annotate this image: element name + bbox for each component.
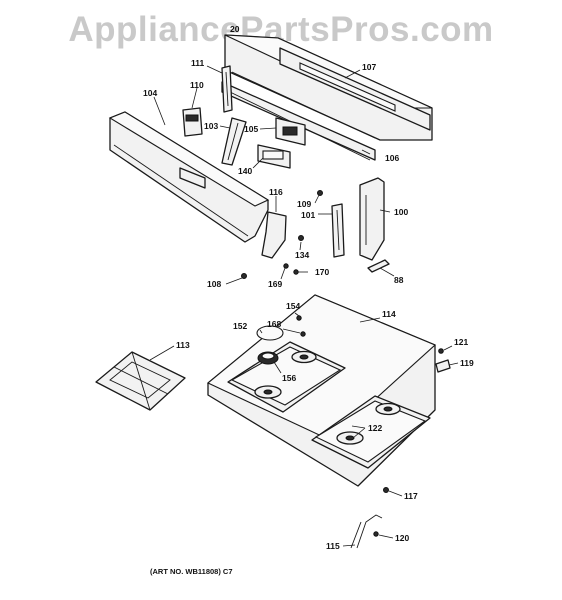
callout-122: 122: [368, 423, 382, 433]
screw-168: [300, 331, 306, 337]
callout-120: 120: [395, 533, 409, 543]
screw-109: [317, 190, 323, 196]
callout-114: 114: [382, 309, 396, 319]
callout-140: 140: [238, 166, 252, 176]
callout-105: 105: [244, 124, 258, 134]
art-number: (ART NO. WB11808) C7: [150, 567, 233, 576]
clip-121: [438, 348, 444, 354]
burner-head-156: [257, 351, 279, 365]
callout-106: 106: [385, 153, 399, 163]
callout-104: 104: [143, 88, 157, 98]
overlay-140: [257, 144, 291, 169]
tube-115: [350, 514, 383, 549]
callout-119: 119: [460, 358, 474, 368]
screw-169: [283, 263, 289, 269]
callout-169: 169: [268, 279, 282, 289]
callout-88: 88: [394, 275, 404, 285]
callout-117: 117: [404, 491, 418, 501]
end-panel-100: [359, 177, 385, 261]
callout-111: 111: [191, 58, 205, 68]
burner-cap-152: [256, 325, 284, 341]
end-cap-116: [261, 211, 287, 259]
callout-110: 110: [190, 80, 204, 90]
callout-154: 154: [286, 301, 300, 311]
control-panel-104: [108, 111, 270, 243]
leader-lines: [149, 65, 459, 547]
clip-120: [373, 531, 379, 537]
callout-labels: 20 111 107 104 110 103 105 106 140 116 1…: [143, 24, 474, 551]
switch-110: [182, 107, 203, 137]
bracket-111: [221, 65, 233, 113]
clock-105: [275, 117, 306, 146]
backsplash-panel: [221, 34, 433, 161]
callout-100: 100: [394, 207, 408, 217]
bracket-119: [435, 359, 451, 373]
callout-107: 107: [362, 62, 376, 72]
callout-101: 101: [301, 210, 315, 220]
cooktop-114: [206, 294, 437, 487]
callout-170: 170: [315, 267, 329, 277]
callout-121: 121: [454, 337, 468, 347]
callout-108: 108: [207, 279, 221, 289]
callout-134: 134: [295, 250, 309, 260]
callout-116: 116: [269, 187, 283, 197]
bracket-103: [221, 117, 247, 166]
screw-170: [293, 269, 308, 275]
callout-113: 113: [176, 340, 190, 350]
callout-156: 156: [282, 373, 296, 383]
screw-117: [383, 487, 389, 493]
callout-109: 109: [297, 199, 311, 209]
callout-152: 152: [233, 321, 247, 331]
bracket-101: [331, 203, 345, 258]
callout-115: 115: [326, 541, 340, 551]
callout-168: 168: [267, 319, 281, 329]
screw-108: [241, 273, 247, 279]
grate-113: [95, 351, 186, 411]
screw-154: [296, 315, 302, 321]
rod-88: [367, 259, 390, 273]
callout-103: 103: [204, 121, 218, 131]
screw-134: [298, 235, 304, 241]
callout-20: 20: [230, 24, 240, 34]
